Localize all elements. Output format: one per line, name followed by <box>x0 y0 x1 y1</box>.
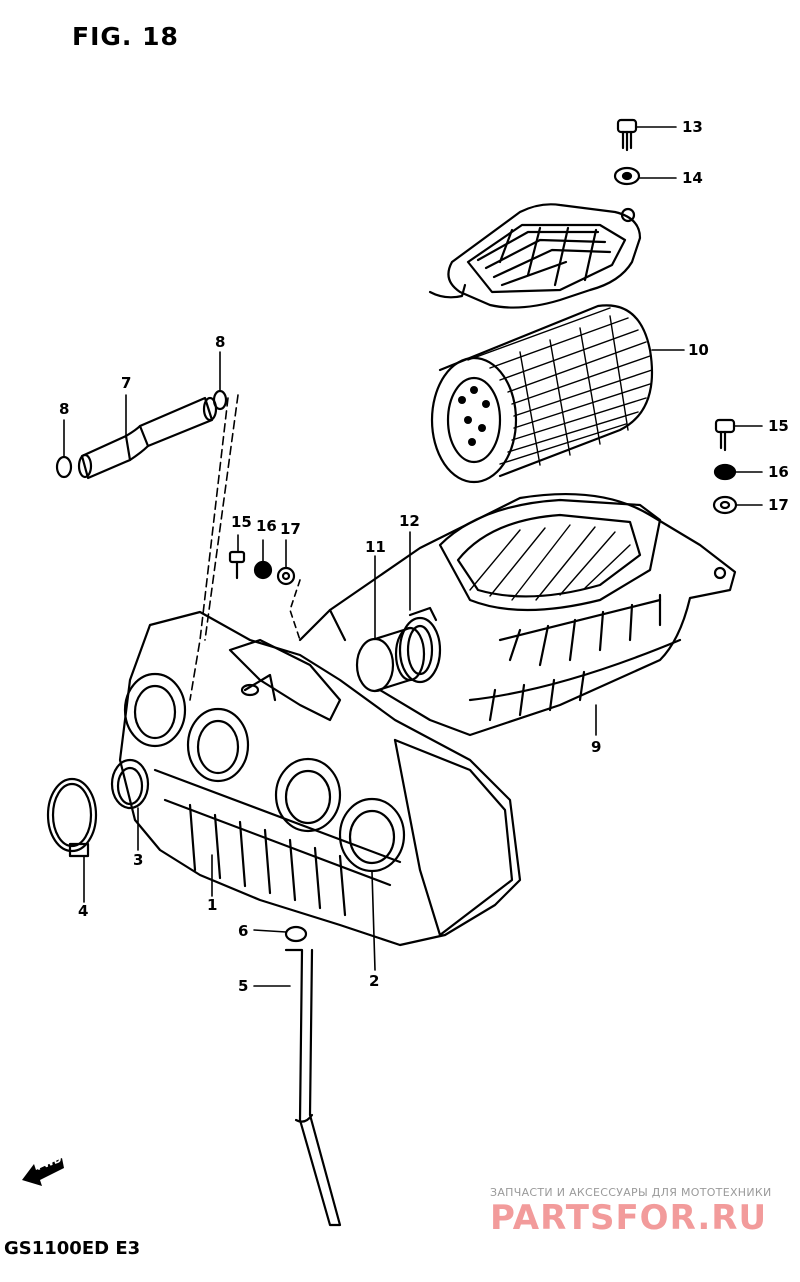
watermark-brand: PARTSFOR.RU <box>490 1198 768 1238</box>
part-15-bolt-left <box>228 550 246 580</box>
callout-2: 2 <box>369 972 380 990</box>
part-8-clamp-left <box>55 455 73 479</box>
callout-10: 10 <box>688 341 709 359</box>
callout-16-right: 16 <box>768 463 789 481</box>
callout-8-right: 8 <box>215 333 226 351</box>
callout-1: 1 <box>207 896 218 914</box>
part-3-band <box>110 758 150 810</box>
part-9-air-cleaner-case <box>298 493 737 737</box>
callout-13: 13 <box>682 118 703 136</box>
callout-16-left: 16 <box>256 517 277 535</box>
part-15-bolt-right <box>714 418 736 452</box>
figure-title: FIG. 18 <box>72 22 179 51</box>
callout-15-right: 15 <box>768 417 789 435</box>
part-10-filter-element <box>430 304 654 484</box>
part-14-grommet <box>613 166 641 186</box>
part-8-clamp-right <box>212 389 228 411</box>
callout-17-right: 17 <box>768 496 789 514</box>
forward-arrow-icon <box>22 1158 64 1186</box>
callout-15-left: 15 <box>231 513 252 531</box>
callout-11: 11 <box>365 538 386 556</box>
part-13-bolt <box>616 118 638 152</box>
part-5-drain-hose <box>284 948 342 1227</box>
part-16-nut-right <box>713 463 737 481</box>
part-17-washer-left <box>276 566 296 586</box>
part-1-front-case <box>118 610 522 947</box>
part-7-breather-hose <box>77 396 218 480</box>
leader-lines <box>63 126 763 987</box>
part-2-intake-boots <box>123 672 406 873</box>
callout-7: 7 <box>121 374 132 392</box>
watermark-tagline: ЗАПЧАСТИ И АКСЕССУАРЫ ДЛЯ МОТОТЕХНИКИ <box>490 1186 772 1199</box>
callout-14: 14 <box>682 169 703 187</box>
part-16-nut-left <box>253 560 273 580</box>
part-17-washer-right <box>712 495 738 515</box>
callout-8-left: 8 <box>59 400 70 418</box>
callout-9: 9 <box>591 738 602 756</box>
callout-5: 5 <box>238 977 249 995</box>
model-code: GS1100ED E3 <box>4 1238 141 1259</box>
part-6-clip <box>284 925 308 943</box>
callout-4: 4 <box>78 902 89 920</box>
air-cleaner-cap <box>428 203 642 309</box>
callout-6: 6 <box>238 922 249 940</box>
callout-17-left: 17 <box>280 520 301 538</box>
callout-12: 12 <box>399 512 420 530</box>
part-4-clamp <box>46 777 98 858</box>
callout-3: 3 <box>133 851 144 869</box>
part-12-clamp <box>398 606 442 684</box>
